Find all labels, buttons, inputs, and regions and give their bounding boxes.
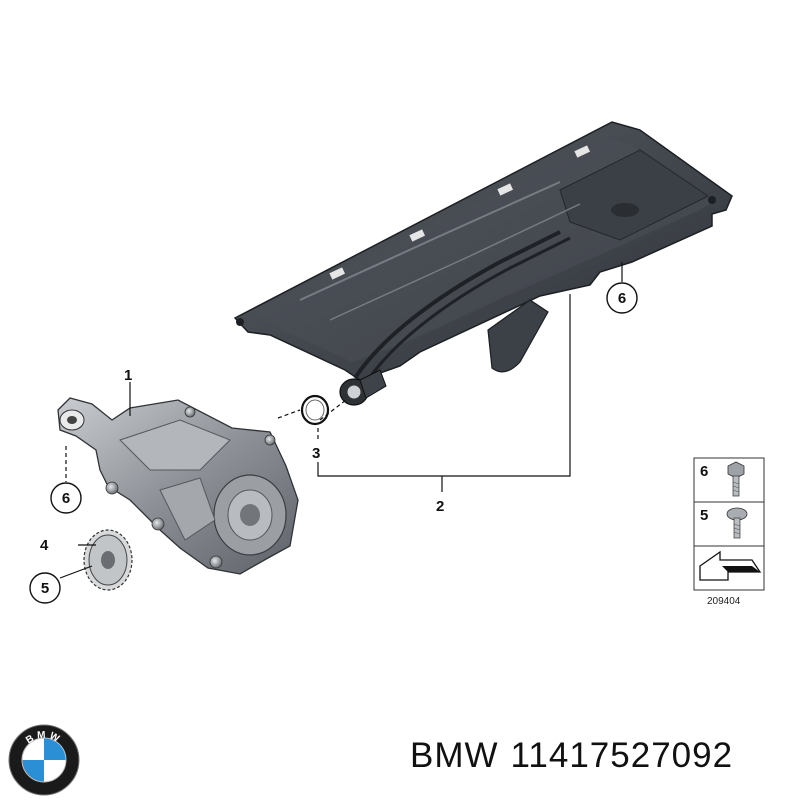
svg-text:2: 2 — [436, 498, 444, 515]
svg-text:1: 1 — [124, 367, 132, 384]
oil-pump — [57, 397, 299, 575]
svg-text:BMW: BMW — [24, 730, 64, 747]
svg-text:3: 3 — [312, 445, 320, 462]
callout-1: 1 — [124, 367, 132, 384]
callout-5: 5 — [29, 572, 61, 604]
callout-6-pan: 6 — [606, 282, 638, 314]
o-ring — [300, 394, 330, 426]
brand-name: BMW — [410, 736, 499, 775]
svg-text:5: 5 — [41, 580, 49, 597]
bmw-logo: BMW — [8, 724, 80, 796]
part-number: 11417527092 — [510, 736, 734, 775]
callout-3: 3 — [312, 445, 320, 462]
callout-2: 2 — [436, 498, 444, 515]
legend-label-5: 5 — [700, 507, 708, 524]
diagram-number: 209404 — [707, 596, 741, 607]
brand-part-number: BMW 11417527092 — [410, 736, 745, 786]
torx-screw-icon — [726, 507, 748, 539]
callout-6-pump: 6 — [50, 482, 82, 514]
svg-text:6: 6 — [62, 490, 70, 507]
sprocket — [83, 529, 133, 591]
oil-pan-baffle — [233, 121, 733, 406]
pickup-tube-end — [339, 369, 387, 406]
fastener-legend: 6 5 209404 — [693, 457, 765, 607]
hex-bolt-icon — [727, 461, 745, 497]
legend-label-6: 6 — [700, 463, 708, 480]
callout-4: 4 — [40, 537, 49, 554]
svg-text:6: 6 — [618, 290, 626, 307]
leader-lines — [59, 262, 623, 579]
direction-arrow-icon — [699, 550, 762, 581]
svg-text:4: 4 — [40, 537, 49, 554]
